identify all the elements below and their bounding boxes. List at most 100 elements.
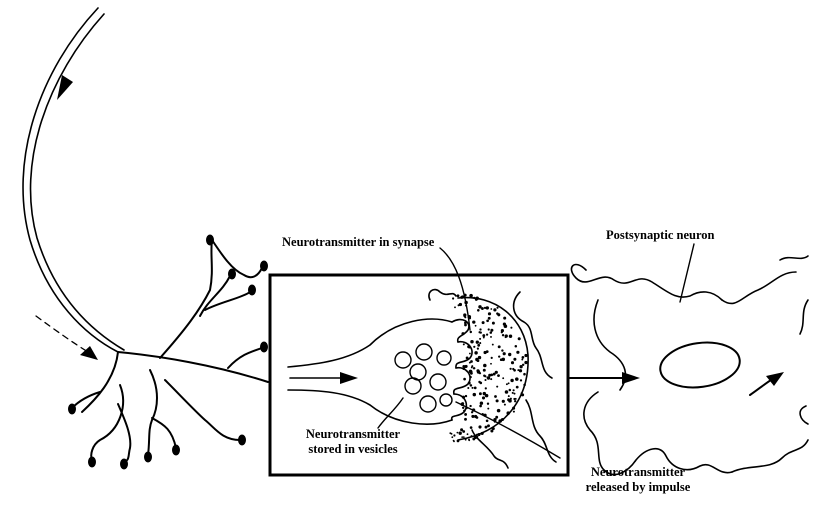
stipple-dot [453,441,455,443]
cleft-dot [487,408,489,410]
label-postsynaptic-neuron: Postsynaptic neuron [606,228,714,243]
cleft-dot [470,426,473,429]
cleft-dot [454,306,456,308]
cleft-dot [475,325,477,327]
cleft-dot [486,333,488,335]
stipple-dot [476,434,478,436]
cleft-dot [516,351,519,354]
cleft-dot [476,341,479,344]
cleft-dot [477,344,480,347]
cleft-dot [503,352,506,355]
cleft-dot [469,353,471,355]
cleft-dot [474,415,477,418]
cleft-dot [479,306,481,308]
label-neurotransmitter-in-synapse: Neurotransmitter in synapse [282,235,434,250]
cleft-dot [453,434,455,436]
stipple-dot [467,433,469,435]
cleft-dot [477,309,480,312]
cleft-dot [483,351,486,354]
cleft-dot [515,345,518,348]
cleft-dot [473,367,475,369]
cleft-dot [516,386,519,389]
cleft-dot [471,415,474,418]
stipple-dot [461,436,463,438]
cleft-dot [513,358,516,361]
cleft-dot [487,424,490,427]
transmission-arrow [570,372,640,384]
stipple-dot [449,432,451,434]
postsynaptic-impulse-arrow [750,372,784,395]
cleft-dot [471,411,473,413]
cleft-dot [498,345,501,348]
cleft-dot [490,308,492,310]
cleft-dot [490,363,492,365]
label-released-line1: Neurotransmitter [568,465,708,480]
cleft-dot [508,382,510,384]
cleft-dot [465,395,467,397]
cleft-dot [510,327,512,329]
cleft-dot [513,411,515,413]
cleft-dot [497,409,501,413]
cleft-dot [502,377,504,379]
cleft-dot [487,403,489,405]
cleft-dot [488,317,491,320]
cleft-dot [479,405,482,408]
cleft-dot [478,425,481,428]
cleft-dot [514,393,516,395]
cleft-dot [509,389,512,392]
cleft-dot [519,369,522,372]
cleft-dot [480,401,483,404]
cleft-dot [509,335,512,338]
cleft-dot [510,379,513,382]
cleft-dot [452,297,454,299]
cleft-dot [509,368,511,370]
cleft-dot [469,362,471,364]
cleft-dot [483,392,486,395]
cleft-dot [522,364,524,366]
cleft-dot [459,432,462,435]
cleft-dot [504,324,508,328]
cleft-dot [486,419,489,422]
cleft-dot [481,307,484,310]
cleft-dot [498,355,500,357]
cleft-dot [494,395,497,398]
cleft-dot [502,400,505,403]
cleft-dot [488,374,491,377]
cleft-dot [470,340,473,343]
cleft-dot [488,328,490,330]
cleft-dot [464,418,467,421]
cleft-dot [515,377,519,381]
axon-terminal-branches [72,240,268,462]
cleft-dot [497,374,500,377]
cleft-dot [477,370,480,373]
cleft-dot [501,349,503,351]
cleft-dot [474,387,477,390]
cleft-dot [485,387,487,389]
cleft-dot [504,404,506,406]
cleft-dot [483,369,486,372]
cleft-dot [480,331,482,333]
cleft-dot [490,331,493,334]
cleft-dot [479,342,481,344]
cleft-dot [462,430,465,433]
cleft-dot [482,321,485,324]
cleft-dot [496,399,499,402]
cleft-dot [484,379,486,381]
cleft-dot [486,351,488,353]
stipple-dot [463,436,465,438]
cleft-dot [463,315,465,317]
cleft-dot [474,351,477,354]
cleft-dot [478,381,480,383]
cleft-dot [473,346,475,348]
cleft-dot [506,383,508,385]
cleft-dot [483,374,485,376]
cleft-dot [490,336,492,338]
cleft-dot [473,438,476,441]
cleft-dot [483,364,487,368]
cleft-dot [508,395,510,397]
cleft-dot [495,416,498,419]
cleft-dot [470,371,472,373]
cleft-dot [492,344,494,346]
cleft-dot [495,371,498,374]
label-released-by-impulse: Neurotransmitter released by impulse [568,465,708,495]
